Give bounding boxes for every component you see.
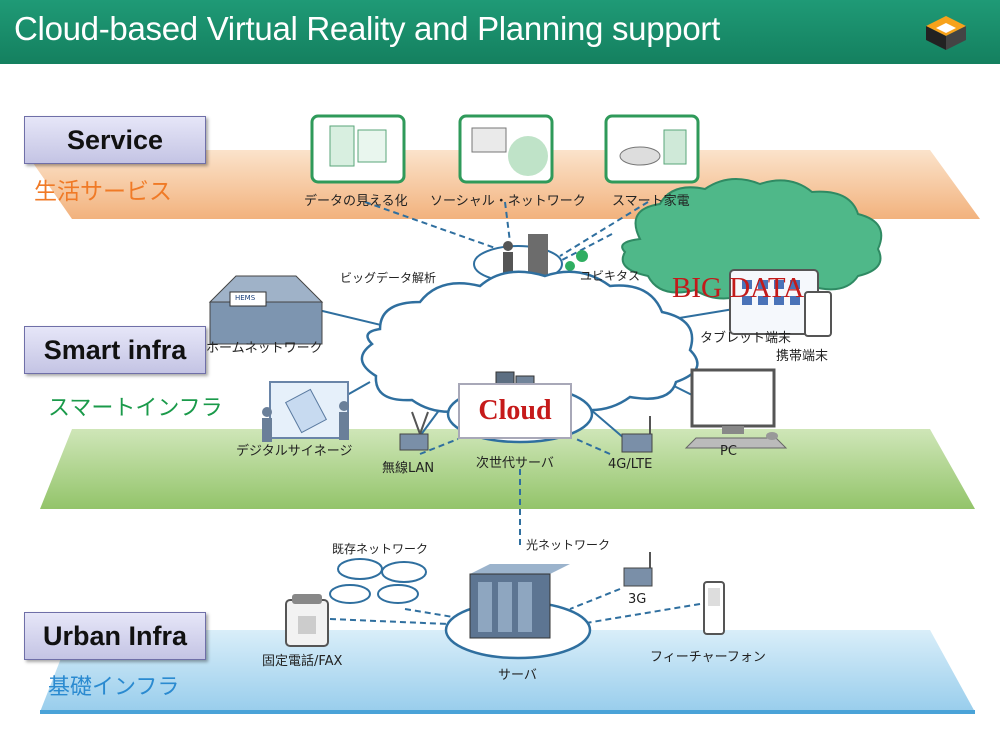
urban-layer-subtitle: 基礎インフラ [48,675,180,700]
tablet-label: タブレット端末 [700,331,792,346]
pc-icon [684,368,788,449]
urban-plane [40,630,975,712]
urban-layer-title: Urban Infra [42,620,188,651]
diagram: Service 生活サービス Smart infra スマートインフラ Urba… [0,64,1000,751]
hems-label: HEMS [235,294,256,302]
signage-label: デジタルサイネージ [236,444,353,459]
urban-layer-box: Urban Infra [24,612,206,660]
cloud-label-box: Cloud [458,383,572,439]
signage-icon [262,381,349,442]
wlan-icon [399,411,429,451]
logo-icon [926,16,966,50]
header-bar: Cloud-based Virtual Reality and Planning… [0,0,1000,64]
smart-appliance-icon [604,114,700,184]
smart-layer-box: Smart infra [24,326,206,374]
big-data-cloud [621,178,883,300]
home-network-label: ホームネットワーク [206,341,323,356]
phone-icon [285,594,329,647]
antenna-3g-icon [623,552,653,587]
service-item-label: スマート家電 [612,194,690,209]
service-item-label: ソーシャル・ネットワーク [430,194,586,209]
slide-title: Cloud-based Virtual Reality and Planning… [14,10,720,47]
feature-phone-label: フィーチャーフォン [650,650,766,665]
wlan-label: 無線LAN [382,461,435,476]
home-icon [208,275,324,345]
connection-lines [329,201,701,625]
feature-phone-icon [703,581,725,635]
g3-label: 3G [628,592,647,607]
service-layer-box: Service [24,116,206,164]
smart-layer-subtitle: スマートインフラ [48,396,223,421]
cloud-label: Cloud [478,395,552,426]
tablet-icon [729,269,832,337]
optical-network-label: 光ネットワーク [526,538,611,552]
social-network-icon [458,114,554,184]
lte-antenna-icon [621,416,653,453]
existing-network-icon [329,558,427,604]
main-cloud [360,270,699,415]
phone-fax-label: 固定電話/FAX [262,654,343,669]
next-server-label: 次世代サーバ [476,456,554,471]
big-data-label: BIG DATA [672,272,805,304]
service-item-label: データの見える化 [304,194,408,209]
server-label: サーバ [498,668,537,683]
diagram-svg [24,114,980,714]
smart-layer-title: Smart infra [43,334,187,365]
smart-plane [40,429,975,509]
service-layer-title: Service [66,124,164,155]
bigdata-analysis-label: ビッグデータ解析 [340,271,437,285]
pc-label: PC [720,444,737,459]
lte-label: 4G/LTE [608,457,653,472]
data-visualization-icon [310,114,406,184]
service-layer-subtitle: 生活サービス [34,179,172,205]
ubiquitous-label: ユビキタス [580,269,641,283]
mobile-label: 携帯端末 [776,349,829,364]
existing-network-label: 既存ネットワーク [332,542,429,556]
